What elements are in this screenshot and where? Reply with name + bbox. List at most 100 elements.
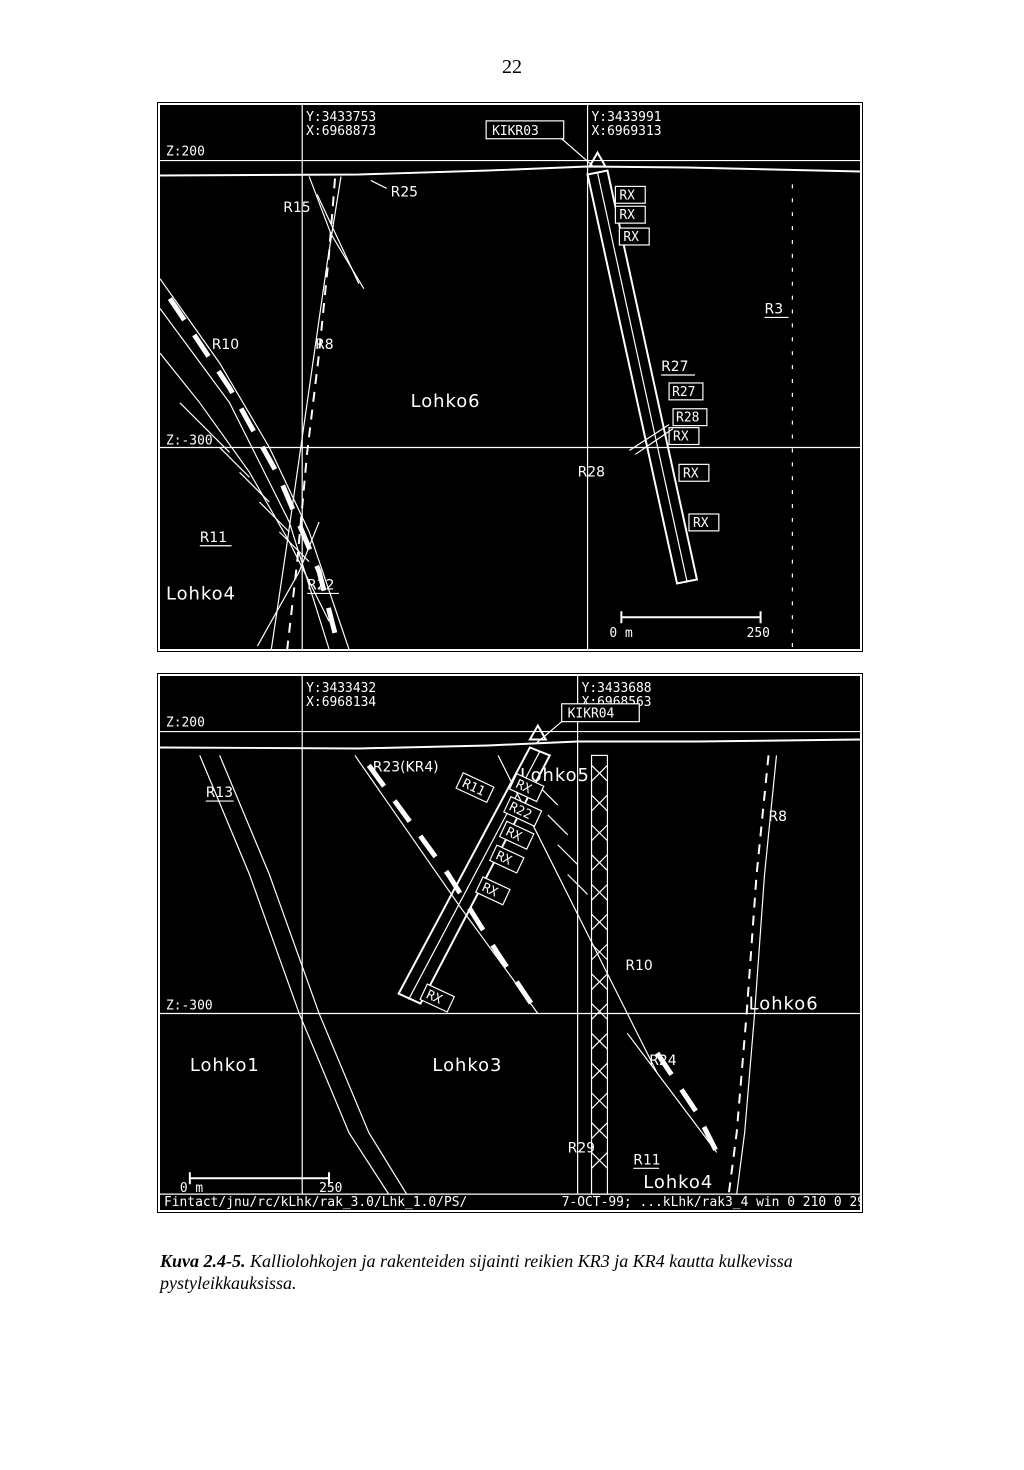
top-rx-box-2 bbox=[614, 205, 646, 224]
top-zone-r15-label: R15 bbox=[283, 200, 310, 216]
figure-caption-lead: Kuva 2.4-5. bbox=[160, 1251, 246, 1271]
bottom-rx-label-3: RX bbox=[493, 849, 514, 869]
top-r28-box bbox=[672, 408, 708, 427]
top-zone-hatching bbox=[179, 402, 310, 563]
top-zone-r22-label: R22 bbox=[307, 577, 334, 593]
top-borehole-casing bbox=[586, 169, 699, 585]
top-zone-r11-label: R11 bbox=[200, 530, 227, 546]
top-zone-r8-label: R8 bbox=[315, 337, 334, 353]
bottom-zone-r23-line bbox=[354, 755, 539, 1014]
top-coord-left-x: X:6968873 bbox=[306, 124, 376, 139]
bottom-rx-label-5: RX bbox=[424, 988, 445, 1008]
bottom-rx-label-2: RX bbox=[503, 825, 524, 845]
bottom-hatched-zone-pattern bbox=[591, 764, 608, 1169]
top-zone-r11-line bbox=[160, 352, 330, 622]
top-borehole-leader bbox=[561, 138, 594, 167]
top-r27-box bbox=[668, 382, 704, 401]
bottom-hatched-zone bbox=[590, 754, 609, 1195]
section-kr3-panel: Z:200 Y:3433753 X:6968873 Y:3433991 X:69… bbox=[157, 102, 863, 652]
top-rx-box-6 bbox=[688, 513, 720, 532]
top-zone-r15-line bbox=[308, 176, 365, 289]
bottom-block-lohko5-label: Lohko5 bbox=[520, 765, 590, 786]
bottom-rx-box-1 bbox=[508, 772, 545, 803]
top-rx-label-1: RX bbox=[619, 188, 635, 203]
bottom-borehole-box bbox=[561, 703, 640, 723]
bottom-rx-box-4 bbox=[475, 876, 511, 906]
top-rx-label-6: RX bbox=[693, 516, 709, 531]
top-r28-box-label: R28 bbox=[676, 411, 699, 426]
top-block-lohko6-label: Lohko6 bbox=[411, 391, 481, 412]
top-zone-r8-dash bbox=[286, 178, 336, 649]
top-zone-r8-line bbox=[270, 176, 342, 649]
top-coord-left-y: Y:3433753 bbox=[306, 110, 376, 125]
top-zone-r28-label: R28 bbox=[578, 464, 605, 480]
top-ground-surface bbox=[160, 165, 860, 177]
bottom-borehole-head-icon bbox=[528, 723, 548, 741]
bottom-rx-box-5 bbox=[419, 983, 456, 1013]
top-zone-r3-label: R3 bbox=[765, 301, 784, 317]
top-rx-box-1 bbox=[614, 185, 646, 204]
bottom-zone-r13-label: R13 bbox=[206, 785, 233, 801]
bottom-rx-label-1: RX bbox=[513, 777, 534, 797]
top-scale-bar bbox=[620, 611, 762, 624]
top-zone-r10-line-b bbox=[160, 308, 330, 649]
bottom-rx-box-3 bbox=[488, 844, 525, 874]
top-r27-box-label: R27 bbox=[672, 385, 695, 400]
bottom-scale-bar bbox=[188, 1172, 331, 1185]
figure-caption: Kuva 2.4-5. Kalliolohkojen ja rakenteide… bbox=[160, 1250, 880, 1294]
section-kr4-panel: Z:200 Y:3433432 X:6968134 Y:3433688 X:69… bbox=[157, 673, 863, 1213]
top-rx-box-4 bbox=[668, 427, 700, 446]
bottom-zone-r8-dash bbox=[727, 755, 770, 1195]
bottom-scale-start: 0 m bbox=[180, 1181, 204, 1196]
bottom-zone-r8-label: R8 bbox=[769, 809, 788, 825]
bottom-zone-r23-dash bbox=[366, 763, 540, 1015]
bottom-coord-right-y: Y:3433688 bbox=[582, 681, 652, 696]
bottom-coord-left-x: X:6968134 bbox=[306, 695, 376, 710]
top-z-300-label: Z:-300 bbox=[166, 434, 213, 449]
top-borehole-head-icon bbox=[587, 150, 608, 168]
bottom-zone-r13-line-b bbox=[219, 755, 408, 1195]
bottom-r22-box bbox=[503, 795, 543, 828]
bottom-z200-label: Z:200 bbox=[166, 716, 205, 731]
bottom-zone-r11-label: R11 bbox=[633, 1152, 660, 1168]
top-coord-right-x: X:6969313 bbox=[592, 124, 662, 139]
section-kr4-drawing: Z:200 Y:3433432 X:6968134 Y:3433688 X:69… bbox=[160, 676, 860, 1210]
bottom-r11-box bbox=[455, 772, 495, 804]
bottom-rx-box-2 bbox=[498, 820, 535, 850]
bottom-zone-r24-line bbox=[626, 1032, 718, 1153]
top-coord-right-y: Y:3433991 bbox=[592, 110, 662, 125]
top-z200-label: Z:200 bbox=[166, 145, 205, 160]
bottom-block-lohko3-label: Lohko3 bbox=[432, 1055, 502, 1076]
top-borehole-axis bbox=[596, 172, 688, 582]
top-zone-r10-line-a bbox=[160, 278, 350, 649]
top-zone-r10-label: R10 bbox=[212, 337, 239, 353]
bottom-borehole-label: KIKR04 bbox=[568, 707, 615, 722]
bottom-footer-left: Fintact/jnu/rc/kLhk/rak_3.0/Lhk_1.0/PS/ bbox=[164, 1195, 467, 1210]
bottom-z-300-label: Z:-300 bbox=[166, 999, 213, 1014]
figure-caption-text: Kalliolohkojen ja rakenteiden sijainti r… bbox=[160, 1251, 793, 1293]
bottom-zone-r29-label: R29 bbox=[568, 1140, 595, 1156]
bottom-zone-r8-line bbox=[736, 755, 778, 1195]
bottom-rx-label-4: RX bbox=[479, 880, 500, 900]
top-rx-box-3 bbox=[618, 227, 650, 246]
bottom-ground-surface bbox=[160, 738, 860, 750]
top-zone-r25-label: R25 bbox=[391, 184, 418, 200]
top-zone-r28-trace bbox=[628, 424, 674, 455]
top-zone-r22-line bbox=[256, 521, 320, 647]
bottom-block-lohko1-label: Lohko1 bbox=[190, 1055, 260, 1076]
bottom-scale-end: 250 bbox=[319, 1181, 342, 1196]
top-zone-r25-trace bbox=[316, 194, 360, 284]
bottom-zone-r23-label: R23(KR4) bbox=[373, 759, 439, 775]
top-rx-label-3: RX bbox=[623, 230, 639, 245]
bottom-block-lohko6-label: Lohko6 bbox=[749, 994, 819, 1015]
page-number: 22 bbox=[502, 56, 522, 78]
bottom-zone-r22-hatching bbox=[537, 784, 588, 895]
bottom-borehole-casing bbox=[397, 746, 552, 1005]
top-borehole-box bbox=[485, 120, 565, 140]
top-rx-box-5 bbox=[678, 463, 710, 482]
top-rx-label-4: RX bbox=[673, 430, 689, 445]
bottom-coord-left-y: Y:3433432 bbox=[306, 681, 376, 696]
bottom-zone-r13-line-a bbox=[199, 755, 390, 1195]
bottom-zone-r10-label: R10 bbox=[625, 958, 652, 974]
top-zone-r27-label: R27 bbox=[661, 359, 688, 375]
